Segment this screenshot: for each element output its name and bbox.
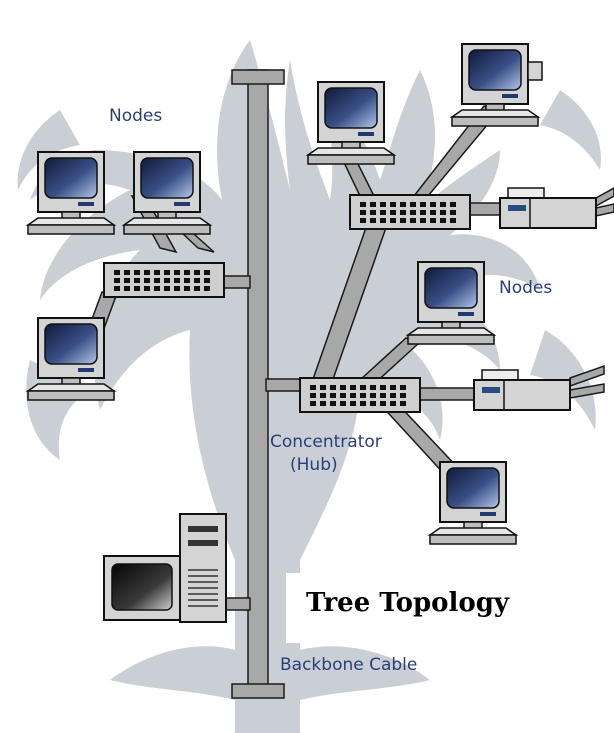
backbone-cable bbox=[247, 69, 269, 689]
computer-node bbox=[451, 43, 539, 127]
hub-concentrator bbox=[299, 377, 421, 413]
nodes-label-right: Nodes bbox=[499, 278, 553, 298]
monitor-side-part bbox=[527, 61, 543, 81]
computer-node bbox=[429, 461, 517, 545]
printer-node bbox=[499, 187, 597, 229]
server-workstation bbox=[103, 513, 227, 623]
computer-node bbox=[123, 151, 211, 235]
title-box bbox=[286, 573, 614, 643]
diagram-title: Tree Topology bbox=[306, 588, 510, 618]
computer-node bbox=[307, 81, 395, 165]
nodes-label-left: Nodes bbox=[109, 106, 163, 126]
hub-top-right bbox=[349, 194, 471, 230]
computer-node bbox=[27, 317, 115, 401]
hub-left bbox=[103, 262, 225, 298]
hub-label: (Hub) bbox=[290, 455, 338, 475]
computer-node bbox=[407, 261, 495, 345]
backbone-cable-label: Backbone Cable bbox=[280, 655, 418, 675]
concentrator-label: Concentrator bbox=[270, 432, 382, 452]
computer-node bbox=[27, 151, 115, 235]
